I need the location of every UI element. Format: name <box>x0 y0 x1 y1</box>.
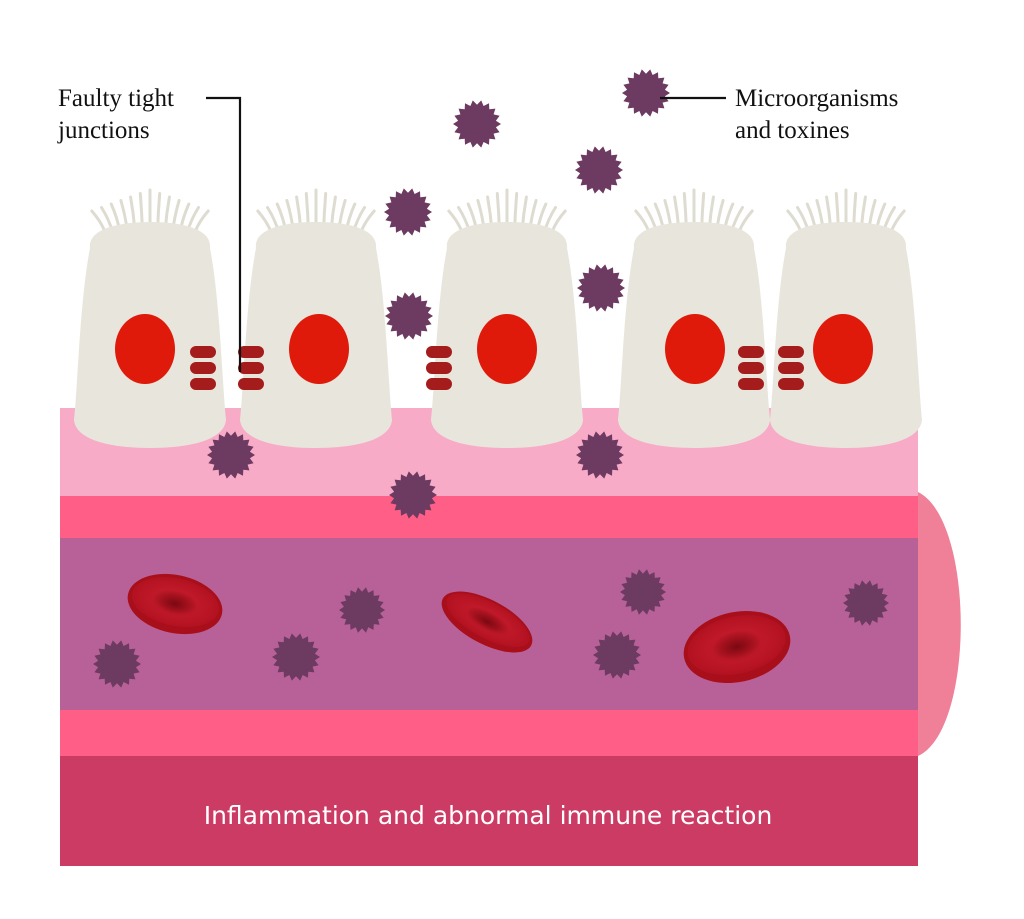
epithelial-cell <box>431 188 583 448</box>
red-blood-cells <box>127 573 791 684</box>
red-blood-cell-icon <box>683 610 791 684</box>
epithelial-cell <box>74 188 226 448</box>
microorganism-icon <box>207 431 255 479</box>
microorganism-icon <box>339 587 385 633</box>
junctions-leader-line <box>206 96 242 372</box>
vessel-end-cap <box>918 492 961 756</box>
cell-nucleus <box>813 314 873 384</box>
epithelial-cell <box>770 188 922 448</box>
microorganism-icon <box>843 580 889 626</box>
vessel-wall-top <box>60 496 918 538</box>
tight-junction-icon <box>426 346 452 390</box>
tight-junction-icon <box>190 346 216 390</box>
microorganisms <box>93 69 889 688</box>
microorganism-icon <box>577 264 625 312</box>
vessel-wall-bottom <box>60 710 918 756</box>
cell-nucleus <box>289 314 349 384</box>
epithelial-cells <box>74 188 922 448</box>
microorganism-icon <box>93 640 141 688</box>
cell-nucleus <box>665 314 725 384</box>
red-blood-cell-icon <box>127 573 223 635</box>
inflammation-band <box>60 756 918 866</box>
epithelial-cell <box>618 188 770 448</box>
junctions-label-line2: junctions <box>57 117 150 144</box>
red-blood-cell-icon <box>441 591 533 653</box>
junctions-label-line1: Faulty tight <box>58 85 174 112</box>
inflammation-caption: Inflammation and abnormal immune reactio… <box>204 801 773 830</box>
microorganism-icon <box>453 100 501 148</box>
tight-junction-icon <box>238 346 264 390</box>
tight-junctions <box>190 346 804 390</box>
microorganism-icon <box>384 188 432 236</box>
microbes-label-line2: and toxines <box>735 117 850 144</box>
microorganism-icon <box>576 431 624 479</box>
microorganism-icon <box>272 633 320 681</box>
microbes-label-line1: Microorganisms <box>735 85 898 112</box>
cell-nucleus <box>477 314 537 384</box>
microorganism-icon <box>620 569 666 615</box>
microorganism-icon <box>622 69 670 117</box>
microorganism-icon <box>389 471 437 519</box>
microorganism-icon <box>385 292 433 340</box>
epithelial-cell <box>240 188 392 448</box>
tight-junction-icon <box>738 346 764 390</box>
microorganism-icon <box>575 146 623 194</box>
tight-junction-icon <box>778 346 804 390</box>
microorganism-icon <box>593 631 641 679</box>
cell-nucleus <box>115 314 175 384</box>
